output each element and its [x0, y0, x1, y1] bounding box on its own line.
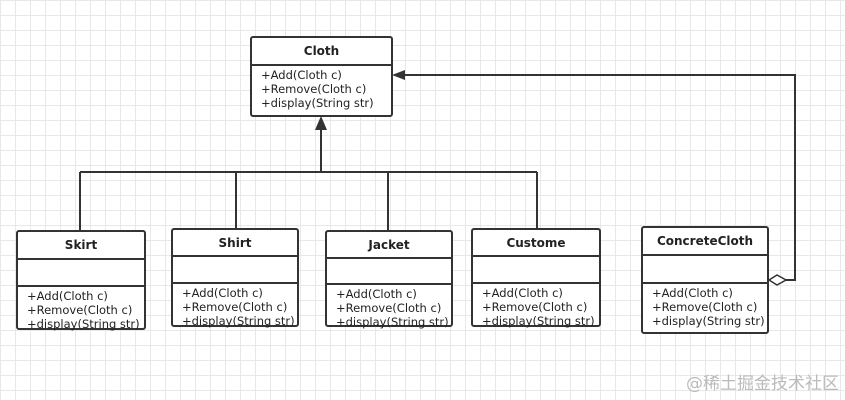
association-arrowhead [392, 70, 405, 80]
class-attributes [327, 259, 451, 285]
method: +Remove(Cloth c) [182, 300, 288, 314]
class-shirt[interactable]: Shirt +Add(Cloth c) +Remove(Cloth c) +di… [171, 228, 299, 328]
class-name: Shirt [173, 230, 297, 257]
method: +Add(Cloth c) [261, 68, 342, 82]
aggregation-diamond [767, 274, 788, 286]
class-custome[interactable]: Custome +Add(Cloth c) +Remove(Cloth c) +… [471, 228, 601, 328]
aggregation-line [404, 74, 796, 281]
class-attributes [173, 257, 297, 284]
class-name: Skirt [18, 232, 144, 260]
method: +display(String str) [182, 314, 295, 328]
class-methods: +Add(Cloth c) +Remove(Cloth c) +display(… [327, 285, 451, 329]
method: +Add(Cloth c) [652, 286, 733, 300]
class-name: ConcreteCloth [643, 228, 767, 256]
method: +Add(Cloth c) [27, 289, 108, 303]
class-methods: +Add(Cloth c) +Remove(Cloth c) +display(… [643, 284, 767, 328]
method: +Remove(Cloth c) [482, 300, 588, 314]
method: +display(String str) [27, 317, 140, 331]
method: +Remove(Cloth c) [27, 303, 133, 317]
method: +Add(Cloth c) [336, 287, 417, 301]
class-name: Jacket [327, 232, 451, 259]
class-skirt[interactable]: Skirt +Add(Cloth c) +Remove(Cloth c) +di… [16, 230, 146, 331]
class-methods: +Add(Cloth c) +Remove(Cloth c) +display(… [473, 284, 599, 328]
class-attributes [643, 256, 767, 284]
class-attributes [18, 260, 144, 287]
class-attributes [473, 257, 599, 284]
class-name: Custome [473, 230, 599, 257]
method: +Add(Cloth c) [482, 286, 563, 300]
method: +display(String str) [482, 314, 595, 328]
method: +Remove(Cloth c) [261, 82, 367, 96]
class-jacket[interactable]: Jacket +Add(Cloth c) +Remove(Cloth c) +d… [325, 230, 453, 329]
watermark: @稀土掘金技术社区 [686, 374, 839, 394]
class-methods: +Add(Cloth c) +Remove(Cloth c) +display(… [18, 287, 144, 331]
method: +Add(Cloth c) [182, 286, 263, 300]
class-concretecloth[interactable]: ConcreteCloth +Add(Cloth c) +Remove(Clot… [641, 226, 769, 334]
inheritance-arrowhead [315, 116, 327, 130]
class-name: Cloth [252, 38, 391, 66]
method: +display(String str) [652, 314, 765, 328]
class-methods: +Add(Cloth c) +Remove(Cloth c) +display(… [173, 284, 297, 328]
method: +display(String str) [336, 315, 449, 329]
method: +Remove(Cloth c) [652, 300, 758, 314]
class-methods: +Add(Cloth c) +Remove(Cloth c) +display(… [252, 66, 391, 110]
method: +Remove(Cloth c) [336, 301, 442, 315]
method: +display(String str) [261, 96, 374, 110]
class-cloth[interactable]: Cloth +Add(Cloth c) +Remove(Cloth c) +di… [250, 36, 393, 117]
